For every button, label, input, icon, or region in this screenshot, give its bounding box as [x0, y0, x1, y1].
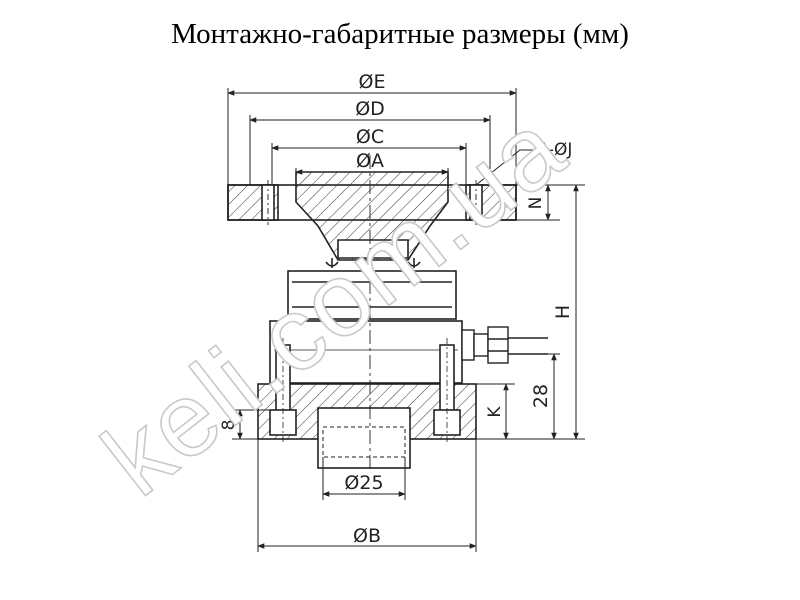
dim-label-e: ØE [359, 71, 386, 93]
load-button-head [295, 171, 449, 268]
dim-label-8: 8 [219, 420, 239, 431]
dim-label-holes: 4-ØJ [537, 140, 572, 160]
dimension-lines [227, 88, 585, 552]
dim-label-n: N [526, 197, 546, 210]
dim-label-h: H [552, 305, 574, 319]
load-cell-body [269, 270, 463, 384]
bottom-base-plate [257, 338, 477, 469]
dim-label-a: ØA [356, 150, 384, 172]
dim-label-d: ØD [355, 98, 385, 120]
dim-label-28: 28 [530, 384, 552, 408]
page-title: Монтажно-габаритные размеры (мм) [171, 18, 629, 50]
dim-label-d25: Ø25 [344, 472, 383, 494]
dim-label-c: ØC [356, 126, 384, 148]
dim-label-k: K [485, 406, 505, 418]
dim-label-b: ØB [353, 525, 381, 547]
cable-gland [461, 326, 548, 364]
